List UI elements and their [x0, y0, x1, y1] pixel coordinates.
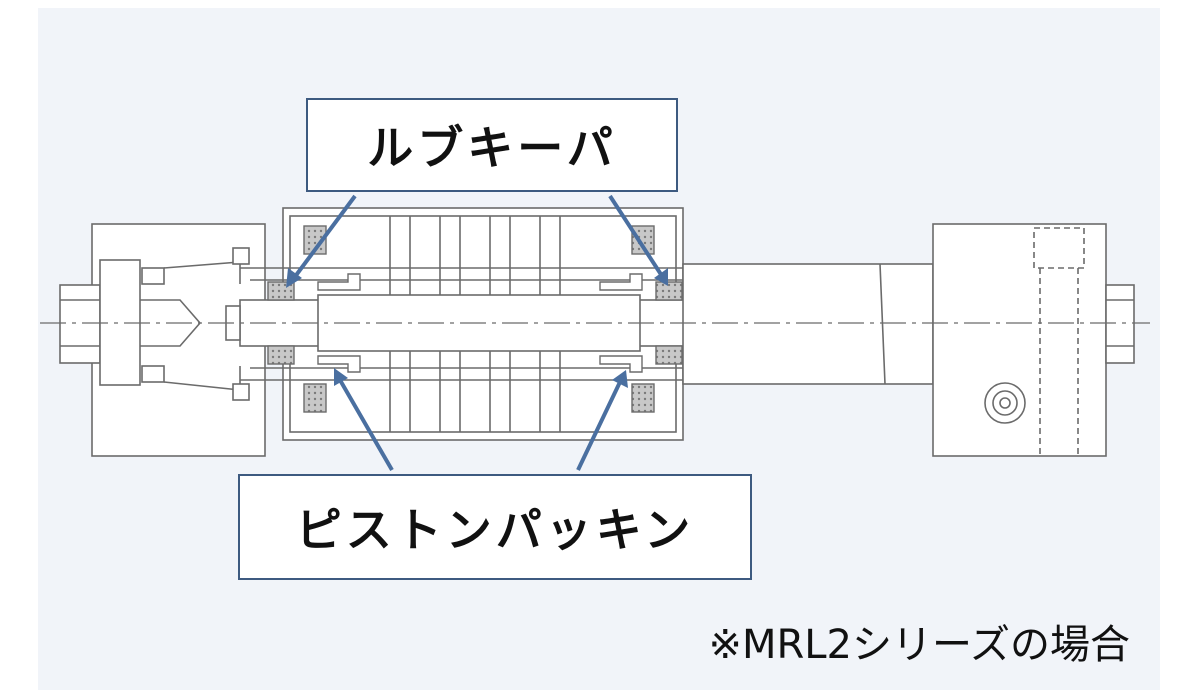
piston-packing-right: [599, 355, 643, 373]
lube-keeper-label: ルブキーパ: [367, 121, 617, 175]
series-caption: ※MRL2シリーズの場合: [708, 622, 1130, 668]
lube-keeper-right-bottom: [655, 345, 683, 365]
seals: [267, 225, 683, 413]
arrow-lube-left: [292, 194, 357, 280]
arrow-lube-right: [608, 194, 664, 278]
lube-keeper-left-bottom: [267, 345, 295, 365]
piston-packing-label: ピストンパッキン: [295, 503, 695, 557]
piston-packing-callout: ピストンパッキン: [238, 474, 752, 580]
left-rod-end: [59, 284, 101, 364]
piston-packing-left: [317, 355, 361, 373]
right-tube: [682, 263, 934, 385]
arrow-packing-left: [338, 378, 394, 472]
arrow-packing-right: [576, 381, 622, 471]
cylinder-body: [59, 207, 1135, 457]
lube-keeper-callout: ルブキーパ: [306, 98, 678, 192]
callout-arrows: [286, 194, 668, 472]
right-end-block: [932, 223, 1107, 457]
lube-keeper-right-top: [655, 281, 683, 301]
